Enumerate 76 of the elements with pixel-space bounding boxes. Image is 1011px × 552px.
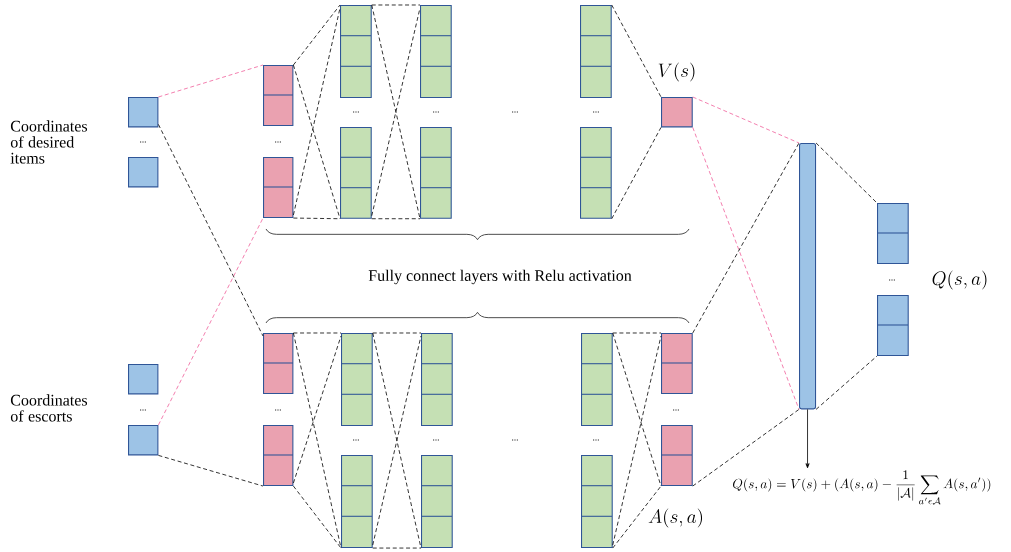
neuron-stack bbox=[660, 333, 693, 395]
connection-line bbox=[293, 7, 341, 216]
connection-line bbox=[815, 355, 878, 410]
ellipsis: ... bbox=[433, 111, 439, 113]
connection-line bbox=[815, 142, 878, 204]
neuron-stack bbox=[128, 157, 159, 188]
connection-line bbox=[612, 332, 662, 487]
neuron-stack bbox=[262, 333, 294, 395]
connection-line bbox=[293, 332, 342, 334]
connection-line bbox=[611, 4, 662, 98]
connection-line bbox=[293, 485, 342, 549]
neuron-stack bbox=[262, 65, 294, 127]
layer-bar bbox=[799, 143, 817, 410]
connection-line bbox=[371, 218, 421, 220]
neuron-stack bbox=[579, 5, 612, 99]
math-label: $V(s)$ bbox=[658, 62, 695, 82]
connection-line bbox=[692, 127, 800, 410]
neuron-stack bbox=[340, 333, 373, 427]
connection-line bbox=[611, 127, 662, 220]
connection-line bbox=[293, 4, 341, 66]
connection-line bbox=[372, 547, 422, 549]
connection-line bbox=[293, 332, 342, 549]
neuron-stack bbox=[661, 97, 693, 128]
neuron-stack bbox=[660, 425, 693, 487]
input-label: Coordinates of desired items bbox=[10, 120, 87, 164]
connection-line bbox=[371, 4, 421, 6]
neuron-stack bbox=[419, 5, 452, 99]
connection-line bbox=[158, 124, 264, 337]
connection-line bbox=[692, 142, 800, 334]
neuron-stack bbox=[420, 333, 453, 427]
neuron-stack bbox=[420, 455, 453, 549]
formula: $Q(s,a)=V(s)+(A(s,a)-\frac{1}{|\mathcal{A}|}\sum_{a'\epsilon\mathcal{A}}A(s,a'))$ bbox=[733, 470, 991, 505]
neuron-stack bbox=[580, 455, 613, 549]
ellipsis: ... bbox=[512, 111, 518, 113]
connection-line bbox=[612, 335, 662, 546]
ellipsis: ... bbox=[889, 279, 895, 281]
ellipsis: ... bbox=[673, 409, 679, 411]
ellipsis: ... bbox=[140, 409, 146, 411]
neuron-stack bbox=[876, 295, 909, 357]
neuron-stack bbox=[876, 203, 909, 265]
connection-line bbox=[692, 409, 800, 487]
neuron-stack bbox=[262, 425, 294, 487]
connection-line bbox=[158, 64, 264, 98]
neuron-stack bbox=[128, 364, 159, 395]
connection-line bbox=[158, 455, 264, 487]
neuron-stack bbox=[262, 157, 294, 219]
ellipsis: ... bbox=[593, 111, 599, 113]
connection-line bbox=[612, 485, 662, 549]
arrow bbox=[805, 409, 810, 469]
ellipsis: ... bbox=[353, 439, 359, 441]
neuron-stack bbox=[419, 127, 452, 219]
connection-line bbox=[372, 332, 422, 334]
ellipsis: ... bbox=[593, 439, 599, 441]
neuron-stack bbox=[128, 425, 159, 456]
neuron-stack bbox=[339, 127, 372, 219]
ellipsis: ... bbox=[433, 439, 439, 441]
ellipsis: ... bbox=[140, 141, 146, 143]
connection-line bbox=[612, 332, 662, 334]
connection-line bbox=[158, 217, 264, 426]
ellipsis: ... bbox=[275, 141, 281, 143]
connection-line bbox=[293, 64, 341, 220]
neuron-stack bbox=[579, 127, 612, 219]
connection-line bbox=[692, 96, 800, 144]
caption-text: Fully connect layers with Relu activation bbox=[368, 269, 632, 285]
neuron-stack bbox=[128, 97, 159, 128]
ellipsis: ... bbox=[512, 439, 518, 441]
math-label: $Q(s,a)$ bbox=[932, 270, 987, 290]
ellipsis: ... bbox=[353, 111, 359, 113]
connection-line bbox=[293, 335, 342, 484]
neuron-stack bbox=[340, 455, 373, 549]
math-label: $A(s,a)$ bbox=[648, 508, 703, 528]
neuron-stack bbox=[339, 5, 372, 99]
input-label: Coordinates of escorts bbox=[10, 394, 87, 422]
ellipsis: ... bbox=[275, 409, 281, 411]
connection-line bbox=[293, 217, 341, 220]
neuron-stack bbox=[580, 333, 613, 427]
